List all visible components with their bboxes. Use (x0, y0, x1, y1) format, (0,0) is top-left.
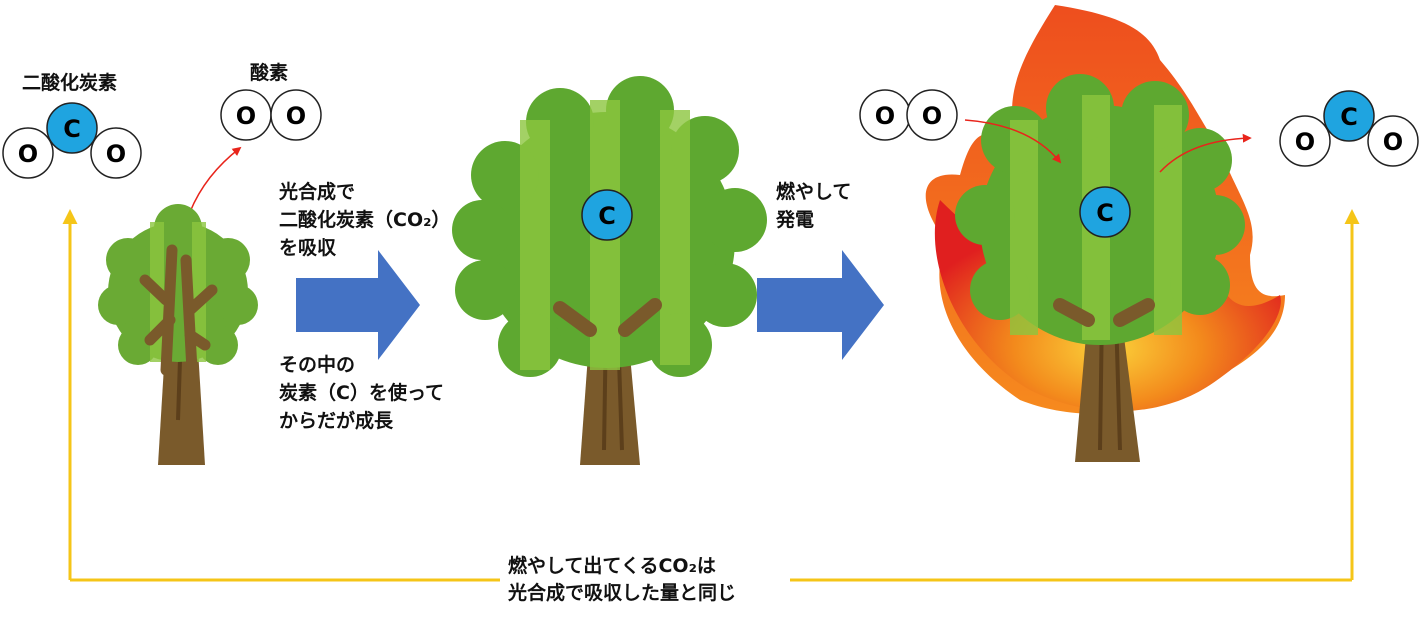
co2-release-arrow (1159, 133, 1252, 173)
oxygen-atom-label: O (106, 140, 126, 168)
oxygen-atom-label: O (18, 140, 38, 168)
co2-molecule-right: O O C (1279, 90, 1419, 167)
process-arrow-burn (757, 250, 884, 360)
carbon-atom-label: C (1096, 199, 1114, 227)
oxygen-atom-label: O (286, 102, 306, 130)
svg-text:二酸化炭素（CO₂）: 二酸化炭素（CO₂） (279, 208, 450, 231)
oxygen-atom-label: O (1295, 128, 1315, 156)
grown-tree: C (452, 76, 767, 465)
burn-label: 燃やして 発電 (775, 180, 851, 231)
o2-label: 酸素 (250, 62, 289, 84)
oxygen-release-arrow (189, 146, 242, 213)
process-arrow-grow (296, 250, 420, 360)
carbon-atom-label: C (1340, 103, 1358, 131)
o2-molecule-top: O O (220, 89, 322, 141)
co2-molecule-left: O O C (2, 102, 142, 179)
cycle-note-line-2: 光合成で吸収した量と同じ (508, 582, 737, 604)
oxygen-atom-label: O (875, 102, 895, 130)
cycle-note-line-1: 燃やして出てくるCO₂は (508, 555, 716, 577)
photosynthesis-label: 光合成で 二酸化炭素（CO₂） を吸収 (278, 180, 450, 259)
burning-tree: C (925, 5, 1285, 462)
cycle-note: 燃やして出てくるCO₂は 光合成で吸収した量と同じ (502, 553, 743, 607)
oxygen-atom-label: O (1383, 128, 1403, 156)
svg-text:を吸収: を吸収 (279, 237, 337, 259)
carbon-atom-label: C (598, 202, 616, 230)
svg-text:発電: 発電 (775, 208, 814, 231)
oxygen-atom-label: O (922, 102, 942, 130)
growth-label: その中の 炭素（C）を使って からだが成長 (279, 353, 444, 432)
svg-text:その中の: その中の (279, 353, 355, 376)
cycle-arrow (62, 209, 1360, 582)
oxygen-intake-arrow (964, 119, 1062, 164)
svg-text:燃やして: 燃やして (776, 180, 851, 203)
svg-text:炭素（C）を使って: 炭素（C）を使って (279, 381, 444, 404)
small-tree (98, 204, 258, 465)
oxygen-atom-label: O (236, 102, 256, 130)
o2-molecule-incoming: O O (859, 89, 958, 141)
svg-text:光合成で: 光合成で (278, 180, 355, 203)
co2-label: 二酸化炭素 (22, 72, 118, 94)
svg-text:からだが成長: からだが成長 (279, 409, 394, 432)
carbon-atom-label: C (63, 115, 81, 143)
